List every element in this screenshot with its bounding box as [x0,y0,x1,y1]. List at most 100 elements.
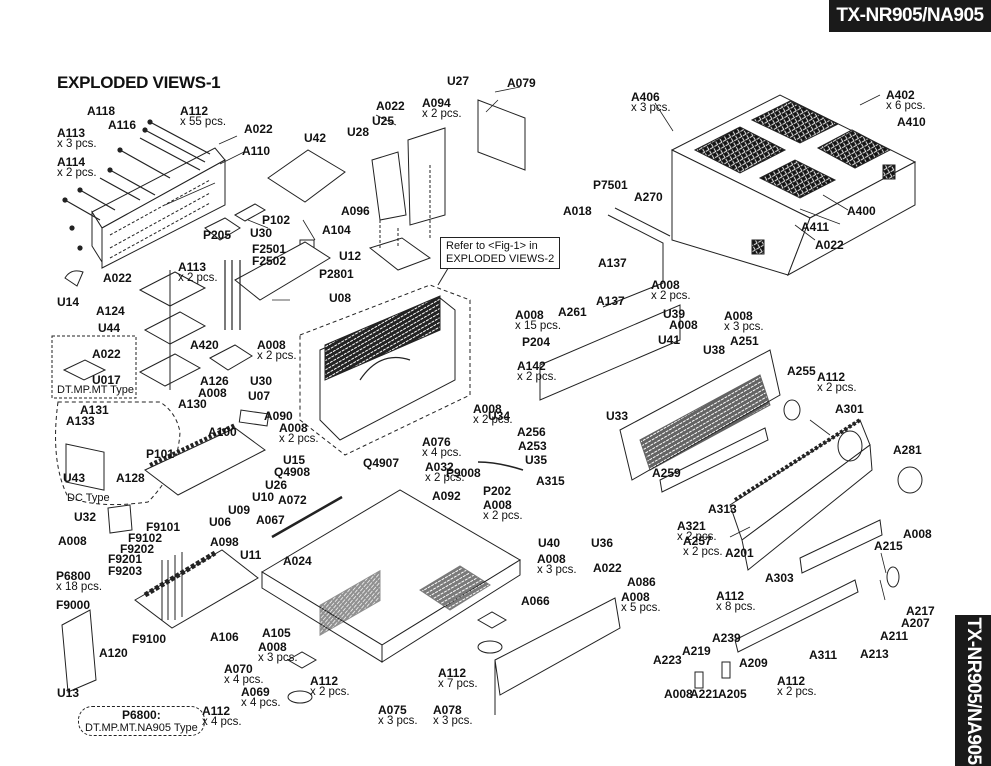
callout-u36: U36 [591,537,613,549]
caption-p6800-title: P6800: [122,708,161,722]
part-number: P102 [262,213,291,227]
part-number: P205 [203,228,232,242]
callout-a130: A130 [178,398,207,410]
hinge-parts [694,566,900,689]
callout-a104: A104 [322,224,351,236]
reference-note-line2: EXPLODED VIEWS-2 [446,253,555,265]
part-number: A259 [652,466,681,480]
callout-a120: A120 [99,647,128,659]
callout-f9100: F9100 [132,632,167,646]
part-number: A008 [483,498,512,512]
part-number: U42 [304,131,327,145]
part-quantity: x 2 pcs. [57,167,97,179]
part-number: A092 [432,489,461,503]
callout-a022: A022 [593,561,622,575]
part-number: A251 [730,334,759,348]
part-number: P101 [146,447,175,461]
part-number: A113 [57,126,86,140]
callout-a066: A066 [521,594,550,608]
part-number: A066 [521,594,550,608]
board-a100 [144,427,266,496]
top-cover-a400 [670,94,917,277]
part-number: A022 [103,271,132,285]
callout-f9102: F9102 [128,532,162,544]
callout-a410: A410 [897,116,926,128]
part-number: A221 [690,687,719,701]
part-number: A201 [725,546,754,560]
part-number: A008 [664,687,693,701]
callout-a008: A008 [198,387,227,399]
callout-a215: A215 [874,540,903,552]
part-quantity: x 2 pcs. [651,290,691,302]
callout-a008: A008 [58,535,87,547]
part-number: A261 [558,305,587,319]
part-number: A223 [653,653,682,667]
board-u30-top [204,217,241,241]
part-number: F9202 [120,542,155,556]
front-frame [539,304,781,493]
part-number: F9100 [132,632,167,646]
part-quantity: x 2 pcs. [483,510,523,522]
part-quantity: x 2 pcs. [817,382,857,394]
callout-a219: A219 [682,645,711,657]
part-number: U25 [372,114,395,128]
callout-a067: A067 [256,514,285,526]
part-quantity: x 4 pcs. [422,447,462,459]
part-number: A076 [422,435,451,449]
part-number: A022 [376,99,405,113]
callout-a133: A133 [66,415,95,427]
part-number: A022 [815,238,844,252]
part-number: A070 [224,662,253,676]
part-number: A112 [310,674,339,688]
callout-u40: U40 [538,537,560,549]
part-u32 [107,504,133,534]
part-number: U33 [606,409,629,423]
callout-a217: A217 [906,605,935,617]
callout-a255: A255 [787,365,816,377]
part-number: A008 [257,338,286,352]
part-number: A072 [278,493,307,507]
callout-a201: A201 [725,546,754,560]
part-number: P204 [522,335,551,349]
part-number: A022 [593,561,622,575]
part-number: Q4908 [274,465,311,479]
callout-a315: A315 [536,475,565,487]
feet [286,611,508,704]
callout-u41: U41 [658,334,680,346]
part-number: A018 [563,204,592,218]
part-number: A311 [809,648,838,662]
part-number: A008 [515,308,544,322]
callout-u26: U26 [265,479,287,491]
part-quantity: x 2 pcs. [178,272,218,284]
callout-u15: U15 [283,454,305,466]
part-number: U43 [63,471,86,485]
part-number: A112 [438,666,467,680]
callout-a311: A311 [809,648,838,662]
part-quantity: x 55 pcs. [180,116,227,128]
callout-p7501: P7501 [593,179,628,191]
part-quantity: x 4 pcs. [202,716,242,728]
part-number: U44 [98,321,121,335]
part-number: A209 [739,656,768,670]
part-number: A113 [178,260,207,274]
callout-p204: P204 [522,335,551,349]
screws-rear [62,119,211,251]
callout-a131: A131 [80,404,109,416]
part-u13 [61,609,97,693]
part-number: A008 [258,640,287,654]
board-stack-left [138,270,253,390]
part-number: A024 [283,554,312,568]
part-number: A090 [264,409,293,423]
callout-u25: U25 [372,114,395,128]
part-number: A079 [507,76,536,90]
